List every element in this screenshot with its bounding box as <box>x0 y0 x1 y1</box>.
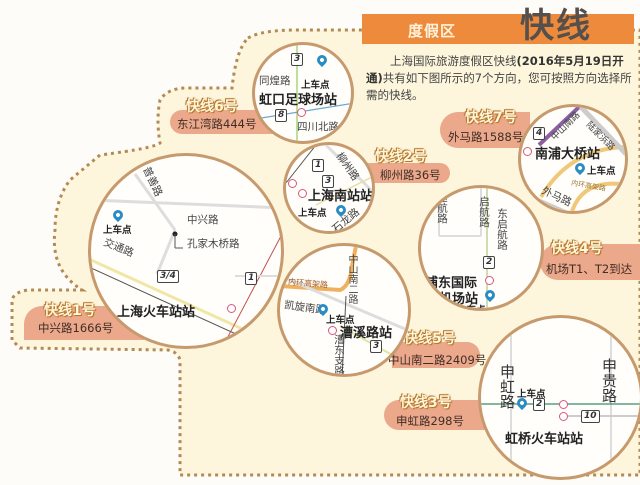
station-name: 虹口足球场站 <box>259 93 338 108</box>
line-1-address: 中兴路1666号 <box>38 321 114 335</box>
metro-line-3-badge: 3 <box>291 53 304 66</box>
header-title: 快线 <box>520 6 592 46</box>
line-4-label[interactable] <box>540 244 640 280</box>
line-4-title: 快线4号 <box>551 241 603 257</box>
line-2-title: 快线2号 <box>375 149 427 165</box>
line-2-label[interactable] <box>360 163 450 183</box>
road-label: 申虹路 <box>498 364 516 409</box>
metro-station-icon <box>523 147 532 156</box>
line-6-title: 快线6号 <box>186 99 238 115</box>
road-label: 速航路 <box>436 192 448 224</box>
line-7-label[interactable] <box>440 112 530 148</box>
metro-line-10-badge: 10 <box>581 410 600 423</box>
line-6-address: 东江湾路444号 <box>177 117 257 131</box>
line-2-address: 柳州路36号 <box>380 168 441 182</box>
header-bar <box>362 14 634 44</box>
line-3-map[interactable]: 申虹路 申贵路 上车点 2 10 虹桥火车站站 <box>478 315 640 480</box>
metro-line-4-badge: 4 <box>533 127 546 140</box>
road-label: 中山南二路 <box>346 254 357 304</box>
line-7-map[interactable]: 4 中山南路 陆家浜路 南浦大桥站 上车点 内环高架路 外马路 <box>518 104 628 214</box>
line-1-roads <box>91 173 281 346</box>
pickup-label: 上车点 <box>326 315 355 326</box>
station-name-line2: 机场站 <box>439 292 479 307</box>
metro-station-icon <box>559 412 568 421</box>
line-4-roads <box>438 188 488 308</box>
metro-station-icon <box>227 304 236 313</box>
line-7-title: 快线7号 <box>465 110 517 126</box>
line-3-title: 快线3号 <box>400 395 452 411</box>
metro-line-3-badge: 3 <box>322 175 335 188</box>
station-name: 上海火车站站 <box>117 305 196 320</box>
station-name-line1: 浦东国际 <box>425 276 478 291</box>
line-5-address: 中山南二路2409号 <box>388 353 487 367</box>
metro-line-2-badge: 2 <box>483 256 496 269</box>
metro-station-icon <box>297 108 306 117</box>
pickup-label: 上车点 <box>298 208 327 219</box>
line-3-label[interactable] <box>384 400 494 430</box>
line-4-address: 机场T1、T2到达 <box>546 262 633 276</box>
road-label: 同煌路 <box>259 75 291 87</box>
metro-station-icon <box>485 276 494 285</box>
pickup-label: 上车点 <box>587 166 616 177</box>
metro-line-1-badge: 1 <box>312 159 325 172</box>
line-5-map[interactable]: 中山南二路 内环高架路 凯旋南路 上车点 漕溪路站 漕东支路 3 <box>277 243 411 377</box>
station-name: 漕溪路站 <box>340 326 393 341</box>
pickup-label: 上车点 <box>301 80 330 91</box>
metro-station-icon <box>559 400 568 409</box>
line-2-roads <box>286 145 372 206</box>
station-name: 虹桥火车站站 <box>505 432 584 447</box>
metro-station-icon <box>298 189 307 198</box>
metro-line-2-badge: 2 <box>533 398 546 411</box>
metro-line-3-badge: 3 <box>370 340 383 353</box>
station-name: 上海南站站 <box>308 189 374 204</box>
line-7-address: 外马路1588号 <box>448 130 524 144</box>
line-5-roads <box>280 246 408 374</box>
road-label: 东启航路 <box>496 208 508 250</box>
road-label: 孔家木桥路 <box>187 238 240 250</box>
road-label: 启航路 <box>478 196 490 228</box>
metro-line-8-badge: 8 <box>275 109 288 122</box>
pickup-label: 上车点 <box>457 305 486 311</box>
header-subtitle: 度假区 <box>408 22 457 40</box>
line-3-address: 申虹路298号 <box>396 414 464 428</box>
line-5-title: 快线5号 <box>404 331 456 347</box>
road-label: 四川北路 <box>297 121 339 133</box>
road-label: 申贵路 <box>600 358 618 403</box>
metro-line-3-4-badge: 3/4 <box>157 270 179 283</box>
line-1-title: 快线1号 <box>44 303 96 319</box>
station-name: 南浦大桥站 <box>535 147 601 162</box>
line-1-map[interactable]: 普善路 上车点 中兴路 孔家木桥路 交通路 3/4 1 上海火车站站 <box>88 153 284 349</box>
metro-station-icon <box>288 179 297 188</box>
road-label: 中兴路 <box>187 214 219 226</box>
line-2-map[interactable]: 1 3 柳州路 上海南站站 上车点 石龙路 <box>283 142 375 234</box>
road-label: 漕东支路 <box>333 334 345 376</box>
pickup-label: 上车点 <box>103 225 132 236</box>
metro-station-icon <box>328 326 337 335</box>
line-6-map[interactable]: 3 同煌路 上车点 虹口足球场站 8 四川北路 <box>252 42 354 144</box>
metro-line-1-badge: 1 <box>245 272 258 285</box>
intro-text: 上海国际旅游度假区快线(2016年5月19日开通)共有如下图所示的7个方向，您可… <box>366 54 632 102</box>
line-4-map[interactable]: 速航路 启航路 东启航路 2 浦东国际 机场站 上车点 <box>418 185 544 311</box>
line-7-roads <box>521 107 625 211</box>
pickup-label: 上车点 <box>517 389 546 400</box>
